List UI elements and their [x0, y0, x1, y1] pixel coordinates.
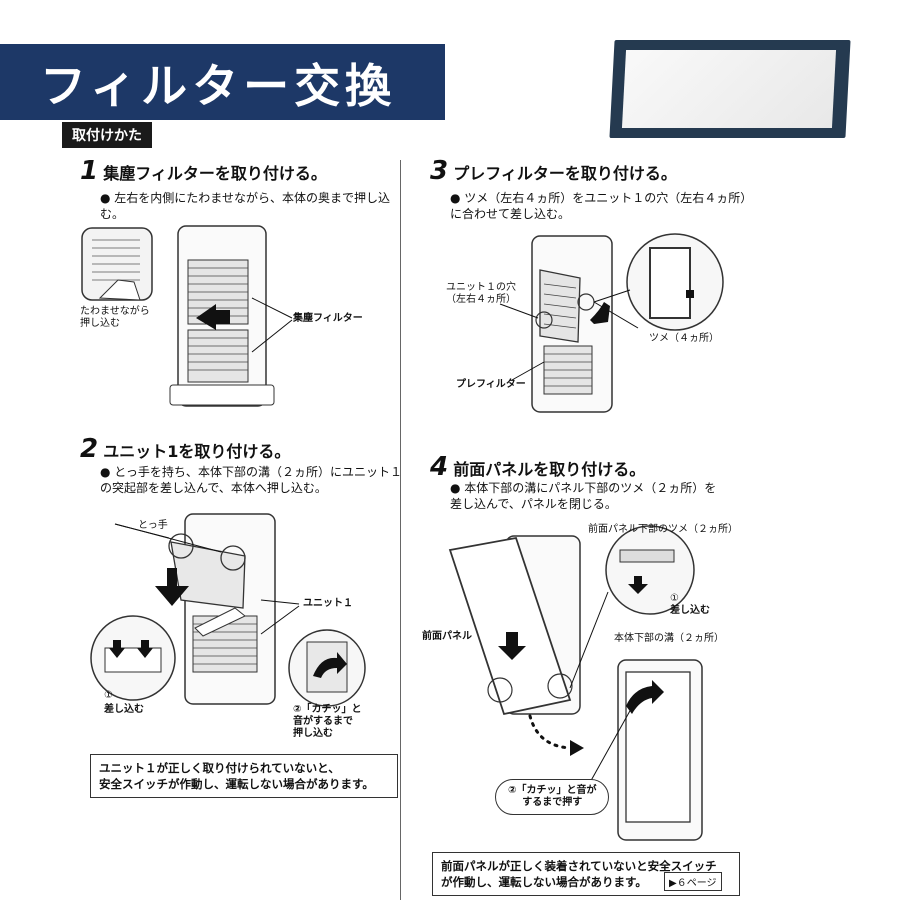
- step-3-label-prefilter: プレフィルター: [456, 379, 526, 390]
- step-4-title: 前面パネルを取り付ける。: [453, 460, 646, 479]
- step-3-bullet: ● ツメ（左右４ヵ所）をユニット１の穴（左右４ヵ所） に合わせて差し込む。: [450, 191, 753, 221]
- step-2-heading: 2 ユニット1を取り付ける。: [80, 434, 290, 464]
- step-4-illustration: [448, 525, 703, 841]
- step-2-bullet-text: とっ手を持ち、本体下部の溝（２ヵ所）にユニット１ の突起部を差し込んで、本体へ押…: [100, 465, 402, 495]
- step-2-bullet: ● とっ手を持ち、本体下部の溝（２ヵ所）にユニット１ の突起部を差し込んで、本体…: [100, 465, 402, 495]
- step-4-heading: 4 前面パネルを取り付ける。: [430, 452, 645, 482]
- step-4-label-panel-claws: 前面パネル下部のツメ（２ヵ所）: [588, 524, 738, 535]
- step-1-number: 1: [80, 156, 99, 186]
- step-1-illustration: [81, 225, 293, 407]
- step-4-bullet-text: 本体下部の溝にパネル下部のツメ（２ヵ所）を 差し込んで、パネルを閉じる。: [450, 481, 717, 511]
- section-heading: 取付けかた: [62, 122, 152, 148]
- step-1-heading: 1 集塵フィルターを取り付ける。: [80, 156, 327, 186]
- step-3-heading: 3 プレフィルターを取り付ける。: [430, 156, 677, 186]
- step-4-label-groove: 本体下部の溝（２ヵ所）: [614, 633, 724, 644]
- step-4-bullet: ● 本体下部の溝にパネル下部のツメ（２ヵ所）を 差し込んで、パネルを閉じる。: [450, 481, 717, 511]
- step-3-label-holes: ユニット１の穴 （左右４ヵ所）: [446, 282, 516, 305]
- step-1-title: 集塵フィルターを取り付ける。: [103, 164, 327, 183]
- step-3-illustration: [499, 233, 724, 413]
- step-2-label-unit: ユニット１: [303, 598, 353, 609]
- step-2-title: ユニット1を取り付ける。: [103, 442, 291, 461]
- step-3-label-claws: ツメ（４ヵ所）: [649, 333, 719, 344]
- step-2-label-click: ②「カチッ」と 音がするまで 押し込む: [293, 704, 362, 739]
- step-2-label-insert: 差し込む: [104, 704, 144, 715]
- step-2-notice: ユニット１が正しく取り付けられていないと、 安全スイッチが作動し、運転しない場合…: [90, 754, 398, 798]
- column-divider: [400, 160, 401, 900]
- step-2-label-handle: とっ手: [138, 520, 168, 531]
- step-2-label-insert-num: ①: [104, 690, 113, 701]
- step-1-bullet: ● 左右を内側にたわませながら、本体の奥まで押し込む。: [100, 191, 390, 221]
- step-4-number: 4: [430, 452, 449, 482]
- step-3-title: プレフィルターを取り付ける。: [453, 164, 677, 183]
- page-reference[interactable]: ▶６ページ: [664, 872, 722, 891]
- title-banner: [0, 44, 445, 120]
- step-4-label-panel: 前面パネル: [422, 631, 472, 642]
- step-4-label-insert: 差し込む: [670, 605, 710, 616]
- step-1-bullet-text: 左右を内側にたわませながら、本体の奥まで押し込む。: [100, 191, 390, 221]
- step-3-bullet-text: ツメ（左右４ヵ所）をユニット１の穴（左右４ヵ所） に合わせて差し込む。: [450, 191, 753, 221]
- step-3-number: 3: [430, 156, 449, 186]
- step-4-label-click: ②「カチッ」と音が するまで押す: [495, 779, 610, 815]
- step-2-number: 2: [80, 434, 99, 464]
- step-2-illustration: [90, 513, 366, 707]
- step-4-label-insert-num: ①: [670, 593, 679, 604]
- page-title: フィルター交換: [40, 59, 397, 113]
- step-1-label-dust-filter: 集塵フィルター: [293, 313, 363, 324]
- step-1-label-bend: たわませながら 押し込む: [80, 306, 150, 329]
- filter-photo-media: [621, 50, 837, 128]
